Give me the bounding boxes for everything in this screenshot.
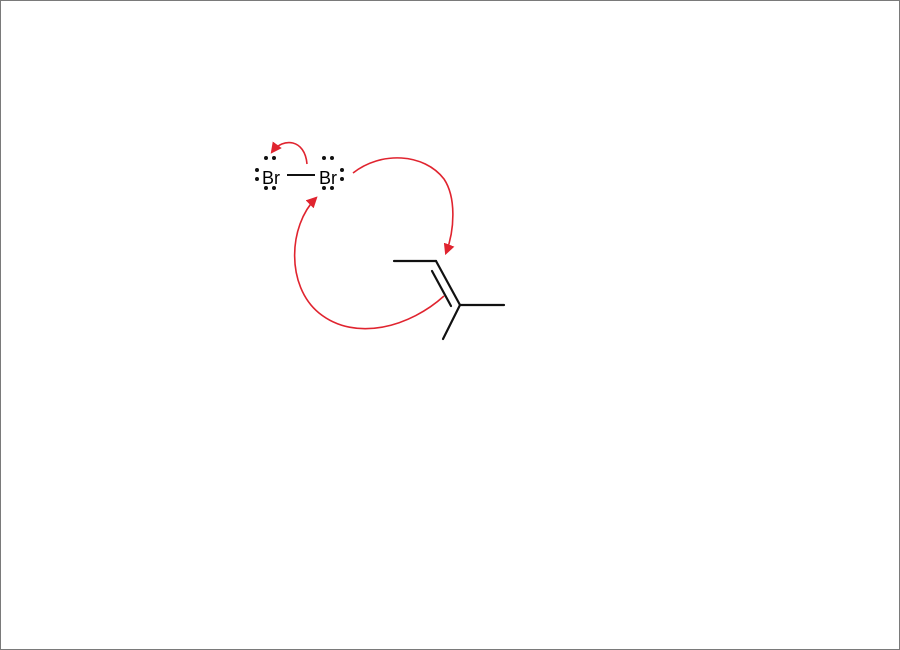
arrow-bond-to-left-br (270, 141, 308, 165)
lone-pairs-br-left (255, 156, 276, 190)
curved-arrows (270, 141, 455, 330)
lone-pairs-br-right (322, 156, 344, 190)
bond-c3-methyl-down (441, 303, 462, 341)
bromine-molecule: Br Br (255, 156, 344, 190)
bond-c2-c3-double-outer (434, 259, 462, 307)
arrow-pi-bond-to-right-br (293, 196, 445, 330)
bond-c2-c3-double-inner (430, 269, 453, 308)
atom-br-left: Br (262, 168, 280, 188)
arrow-right-br-to-alkene (352, 157, 455, 256)
alkene-molecule (392, 259, 506, 341)
atom-br-right: Br (319, 168, 337, 188)
